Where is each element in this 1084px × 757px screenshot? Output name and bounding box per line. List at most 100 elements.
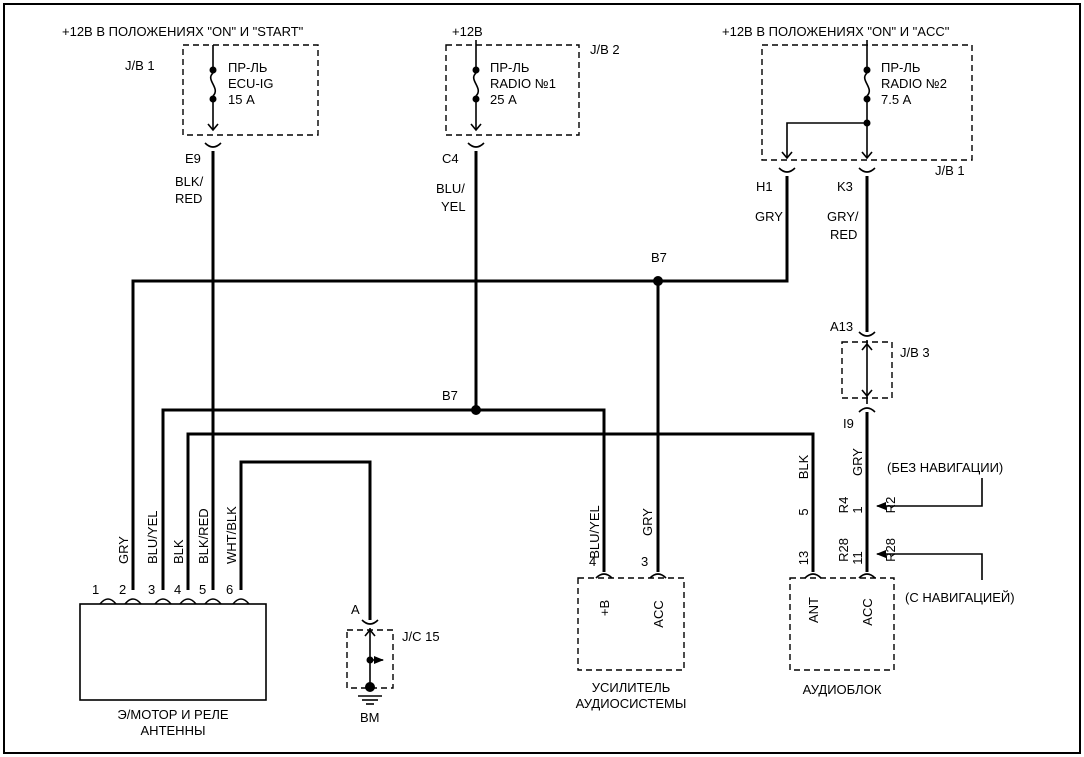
fuse-box-2 <box>445 44 580 136</box>
fuse-3-line1: ПР-ЛЬ <box>881 60 920 75</box>
jb3-label: J/B 3 <box>900 345 930 360</box>
power-ig-label: +12В В ПОЛОЖЕНИЯХ "ON" И "START" <box>62 24 304 39</box>
head-wire-ant: BLK <box>796 454 811 479</box>
wire-blk-red-label-2: RED <box>175 191 202 206</box>
audio-amplifier <box>577 573 685 671</box>
connector-e9-icon <box>204 142 222 148</box>
connector-h1-label: H1 <box>756 179 773 194</box>
fuse-3-jb-label: J/B 1 <box>935 163 965 178</box>
splice-b7-upper-node <box>653 276 663 286</box>
head-pin-acc-a1: R4 <box>836 497 851 514</box>
amp-wire-acc: GRY <box>640 508 655 536</box>
head-pin-r28-1: R28 <box>836 538 851 562</box>
note-no-navigation: (БЕЗ НАВИГАЦИИ) <box>887 460 1003 475</box>
head-pin-ant-a: 5 <box>796 508 811 515</box>
connector-c4-label: C4 <box>442 151 459 166</box>
fuse-3-element-icon <box>863 72 871 97</box>
fuse-box-1 <box>182 44 319 136</box>
connector-k3-icon <box>858 167 876 173</box>
wire-blk <box>186 432 815 590</box>
splice-b7-upper-label: B7 <box>651 250 667 265</box>
amp-pin-b: 4 <box>589 554 596 569</box>
amp-terminal-acc: ACC <box>651 600 666 627</box>
head-pin-ant-b: 13 <box>796 551 811 565</box>
fuse-1-terminal <box>209 66 217 74</box>
fuse-1-line2: ECU-IG <box>228 76 274 91</box>
wire-gry-h1-label: GRY <box>755 209 783 224</box>
note-with-navigation: (С НАВИГАЦИЕЙ) <box>905 590 1015 605</box>
wires <box>131 151 869 620</box>
jc15-label: J/C 15 <box>402 629 440 644</box>
connector-k3-label: K3 <box>837 179 853 194</box>
wire-blu-yel-label-1: BLU/ <box>436 181 465 196</box>
antenna-box <box>79 603 267 701</box>
ground-bm-label: BM <box>360 710 380 725</box>
amp-name-line1: УСИЛИТЕЛЬ <box>592 680 671 695</box>
wire-blu-yel-bus <box>161 408 606 590</box>
wire-gry-red-label-1: GRY/ <box>827 209 859 224</box>
antenna-wire-wht-blk: WHT/BLK <box>224 506 239 564</box>
power-batt-label: +12В <box>452 24 483 39</box>
connector-c4-icon <box>467 142 485 148</box>
fuse-2-line1: ПР-ЛЬ <box>490 60 529 75</box>
antenna-wire-blk-red: BLK/RED <box>196 508 211 564</box>
antenna-pin-6: 6 <box>226 582 233 597</box>
audio-head-unit <box>789 573 895 671</box>
antenna-wire-blu-yel: BLU/YEL <box>145 511 160 564</box>
antenna-pin-4: 4 <box>174 582 181 597</box>
power-acc-label: +12В В ПОЛОЖЕНИЯХ "ON" И "ACC" <box>722 24 950 39</box>
head-terminal-acc: ACC <box>860 598 875 625</box>
fuse-2-line2: RADIO №1 <box>490 76 556 91</box>
arrow-no-nav-icon <box>876 478 983 510</box>
head-pin-r28-2: R28 <box>883 538 898 562</box>
splice-b7-lower-node <box>471 405 481 415</box>
head-pin-acc-b: 11 <box>850 551 865 565</box>
fuse-3-line3: 7.5 А <box>881 92 912 107</box>
antenna-pin-1: 1 <box>92 582 99 597</box>
outer-frame <box>3 3 1081 754</box>
amp-terminal-b: +B <box>597 600 612 616</box>
connector-i9-label: I9 <box>843 416 854 431</box>
head-name: АУДИОБЛОК <box>803 682 882 697</box>
connector-i9-icon <box>858 407 876 413</box>
junction-connector-15 <box>346 619 394 705</box>
antenna-pin-3: 3 <box>148 582 155 597</box>
amp-wire-b: BLU/YEL <box>587 505 602 558</box>
wire-gry-bus <box>131 176 789 590</box>
antenna-pin-5: 5 <box>199 582 206 597</box>
ground-node-icon <box>365 682 375 692</box>
fuse-radio-1: J/B 2 ПР-ЛЬ RADIO №1 25 А <box>445 40 620 136</box>
fuse-2-jb-label: J/B 2 <box>590 42 620 57</box>
antenna-wire-blk: BLK <box>171 539 186 564</box>
wire-gry-red-label-2: RED <box>830 227 857 242</box>
jc15-connector-icon <box>361 619 379 625</box>
antenna-wire-gry: GRY <box>116 536 131 564</box>
fuse-1-line3: 15 А <box>228 92 255 107</box>
connector-h1-icon <box>778 167 796 173</box>
wire-blu-yel-label-2: YEL <box>441 199 466 214</box>
arrow-nav-icon <box>876 550 983 580</box>
connector-a13-icon <box>858 331 876 337</box>
connector-a13-label: A13 <box>830 319 853 334</box>
fuse-3-line2: RADIO №2 <box>881 76 947 91</box>
antenna-name-line1: Э/МОТОР И РЕЛЕ <box>117 707 228 722</box>
head-pin-r2: R2 <box>883 497 898 514</box>
antenna-pin-2: 2 <box>119 582 126 597</box>
head-wire-acc: GRY <box>850 448 865 476</box>
head-pin-acc-a2: 1 <box>850 506 865 513</box>
amp-box <box>577 577 685 671</box>
antenna-name-line2: АНТЕННЫ <box>141 723 206 738</box>
wire-blk-red-label-1: BLK/ <box>175 174 204 189</box>
amp-name-line2: АУДИОСИСТЕМЫ <box>576 696 687 711</box>
antenna-motor-relay <box>79 598 267 701</box>
fuse-1-line1: ПР-ЛЬ <box>228 60 267 75</box>
connector-symbols <box>204 142 876 413</box>
amp-pin-acc: 3 <box>641 554 648 569</box>
fuse-2-line3: 25 А <box>490 92 517 107</box>
fuse-radio-2: J/B 1 ПР-ЛЬ RADIO №2 7.5 А <box>761 40 973 178</box>
head-terminal-ant: ANT <box>806 597 821 623</box>
fuse-2-element-icon <box>472 72 480 97</box>
fuse-1-element-icon <box>209 72 217 97</box>
head-box <box>789 577 895 671</box>
